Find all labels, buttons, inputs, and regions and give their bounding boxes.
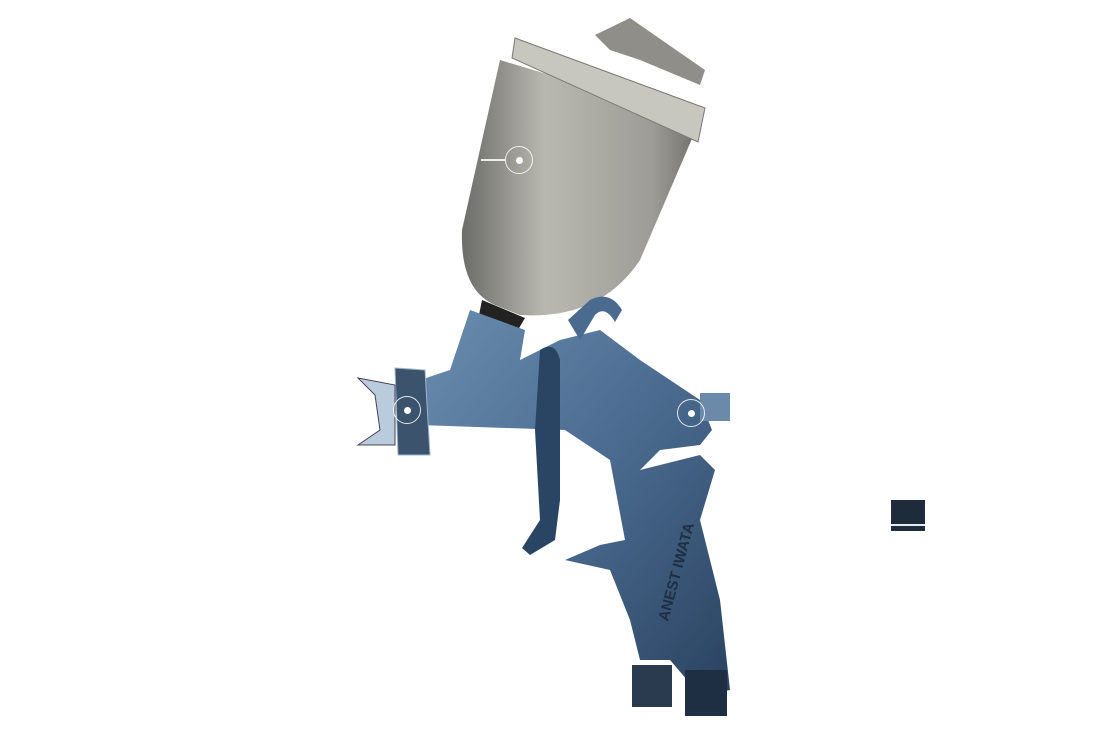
swatch-underline [891,524,925,526]
hotspot-paint-cup[interactable] [505,146,533,174]
paint-cup [461,18,706,335]
hotspot-air-cap-nozzle[interactable] [393,396,421,424]
gun-body: ANEST IWATA [356,296,730,716]
hotspot-leader-line [481,159,505,161]
hotspot-fluid-adjustment-knob[interactable] [677,399,705,427]
color-swatch-button[interactable] [891,500,925,531]
